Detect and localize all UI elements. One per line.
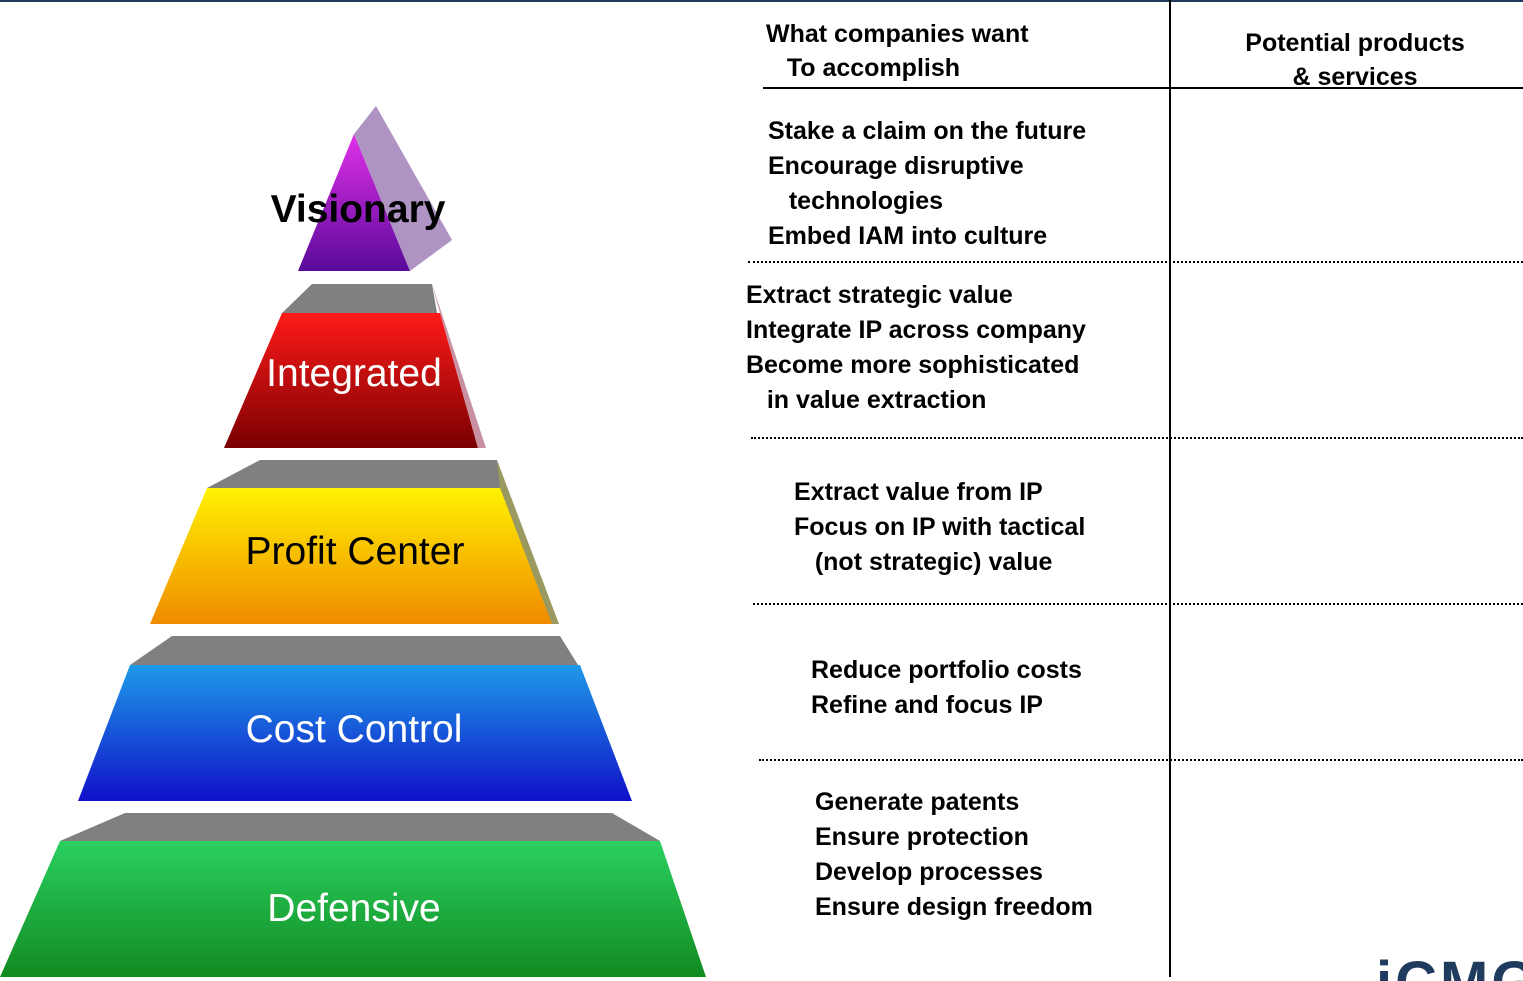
row-divider xyxy=(753,603,1523,605)
tier-label-cost-control: Cost Control xyxy=(246,708,463,751)
tier-visionary-face xyxy=(298,134,410,271)
tier-defensive-face xyxy=(0,841,706,977)
tier-visionary: Visionary xyxy=(271,106,452,271)
column-header-accomplish: What companies want To accomplish xyxy=(766,20,1029,82)
maturity-pyramid: Defensive Cost Control Profit Center Int… xyxy=(0,106,706,977)
row-profit-center-text: Extract value from IP Focus on IP with t… xyxy=(794,478,1086,576)
tier-cost-control: Cost Control xyxy=(78,636,632,801)
tier-profit-center-side xyxy=(497,460,559,624)
tier-label-integrated: Integrated xyxy=(266,352,442,395)
tier-integrated-face xyxy=(224,313,478,448)
header-underline xyxy=(763,87,1523,89)
tier-defensive-top xyxy=(60,813,660,841)
tier-integrated-side xyxy=(432,284,486,448)
tier-integrated-top xyxy=(282,284,437,313)
tier-label-profit-center: Profit Center xyxy=(246,530,465,573)
row-divider xyxy=(751,437,1523,439)
tier-cost-control-face xyxy=(78,665,632,801)
row-defensive-text: Generate patents Ensure protection Devel… xyxy=(815,788,1093,921)
tier-integrated: Integrated xyxy=(224,284,486,448)
tier-cost-control-top xyxy=(130,636,578,665)
tier-profit-center: Profit Center xyxy=(150,460,559,624)
top-border-line xyxy=(0,0,1523,2)
tier-label-visionary: Visionary xyxy=(271,188,446,231)
company-logo: iCMG xyxy=(1376,958,1523,981)
row-divider xyxy=(748,261,1523,263)
tier-defensive: Defensive xyxy=(0,813,706,977)
tier-label-defensive: Defensive xyxy=(267,887,440,930)
row-divider xyxy=(759,759,1523,761)
column-header-products: Potential products & services xyxy=(1245,29,1465,91)
tier-visionary-side xyxy=(354,106,452,271)
row-integrated-text: Extract strategic value Integrate IP acr… xyxy=(746,281,1086,414)
row-cost-control-text: Reduce portfolio costs Refine and focus … xyxy=(811,656,1082,719)
row-visionary-text: Stake a claim on the future Encourage di… xyxy=(768,117,1087,250)
column-divider xyxy=(1169,0,1171,977)
tier-profit-center-top xyxy=(207,460,505,488)
tier-profit-center-face xyxy=(150,488,559,624)
